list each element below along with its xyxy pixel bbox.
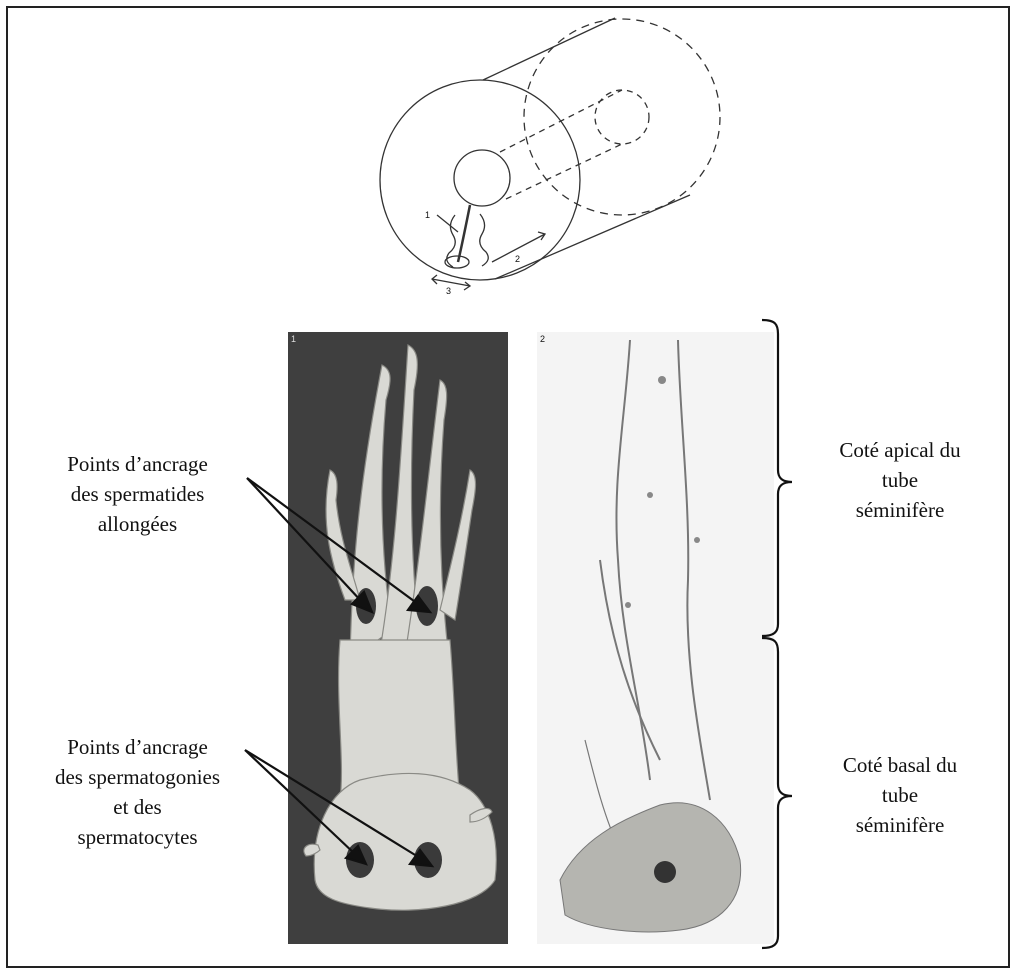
label-anchor-elongated-spermatids: Points d’ancrage des spermatides allongé…: [20, 449, 255, 539]
label-line: des spermatides: [20, 479, 255, 509]
label-anchor-spermatogonia: Points d’ancrage des spermatogonies et d…: [20, 732, 255, 852]
label-line: et des: [20, 792, 255, 822]
label-line: séminifère: [800, 810, 1000, 840]
label-apical-side: Coté apical du tube séminifère: [800, 435, 1000, 525]
label-line: des spermatogonies: [20, 762, 255, 792]
label-line: Points d’ancrage: [20, 732, 255, 762]
label-line: allongées: [20, 509, 255, 539]
label-basal-side: Coté basal du tube séminifère: [800, 750, 1000, 840]
label-line: Points d’ancrage: [20, 449, 255, 479]
label-line: tube: [800, 465, 1000, 495]
label-line: spermatocytes: [20, 822, 255, 852]
label-line: Coté basal du: [800, 750, 1000, 780]
label-line: tube: [800, 780, 1000, 810]
label-line: Coté apical du: [800, 435, 1000, 465]
label-line: séminifère: [800, 495, 1000, 525]
